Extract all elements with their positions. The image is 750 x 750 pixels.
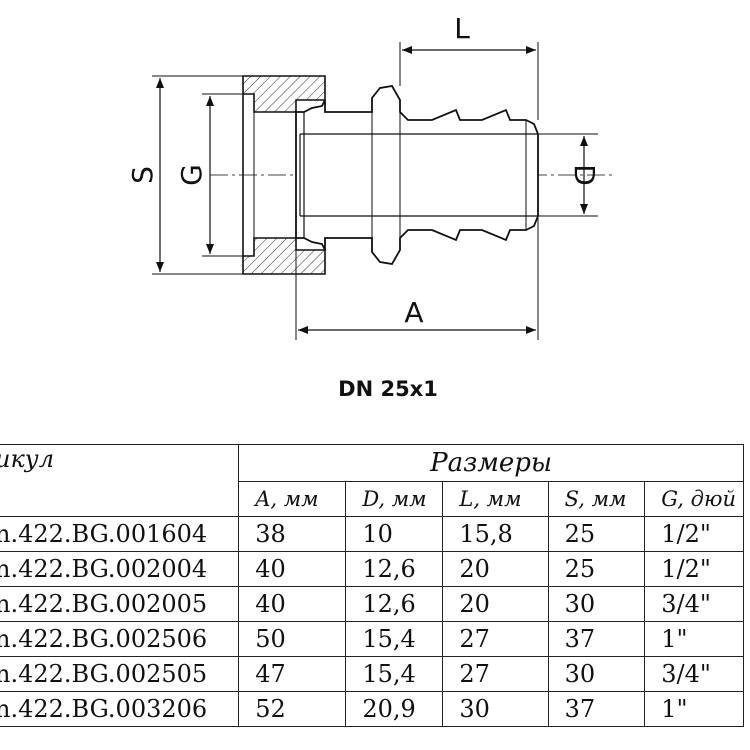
dimension-G: G [175,93,243,257]
article-cell: n.422.BG.002505 [0,656,240,692]
article-column-header: икул [0,444,240,517]
value-cell: 52 [238,691,347,727]
article-cell: n.422.BG.002005 [0,586,240,622]
article-cell: n.422.BG.003206 [0,691,240,727]
value-cell: 3/4" [644,656,744,692]
column-header: D, мм [345,481,444,517]
value-cell: 37 [547,691,646,727]
value-cell: 30 [442,691,549,727]
value-cell: 37 [547,621,646,657]
value-cell: 20,9 [345,691,444,727]
column-header: S, мм [547,481,646,517]
column-header: G, дюй [644,481,744,517]
fitting-body [295,85,539,265]
label-G: G [175,164,208,186]
dimension-A: A [295,216,539,340]
value-cell: 12,6 [345,586,444,622]
value-cell: 38 [238,516,347,552]
value-cell: 50 [238,621,347,657]
value-cell: 40 [238,551,347,587]
column-header: L, мм [442,481,549,517]
value-cell: 15,4 [345,656,444,692]
value-cell: 1/2" [644,516,744,552]
label-D: D [568,164,601,186]
value-cell: 20 [442,586,549,622]
dimension-S: S [126,75,243,275]
value-cell: 12,6 [345,551,444,587]
fitting-technical-drawing: S G L D A DN 25x1 [126,12,615,401]
article-cell: n.422.BG.002004 [0,551,240,587]
value-cell: 10 [345,516,444,552]
value-cell: 27 [442,621,549,657]
label-A: A [404,296,423,329]
value-cell: 1" [644,691,744,727]
value-cell: 1/2" [644,551,744,587]
value-cell: 40 [238,586,347,622]
value-cell: 25 [547,516,646,552]
value-cell: 25 [547,551,646,587]
label-S: S [126,166,159,184]
value-cell: 3/4" [644,586,744,622]
value-cell: 30 [547,586,646,622]
article-cell: n.422.BG.001604 [0,516,240,552]
value-cell: 30 [547,656,646,692]
dimension-D: D [538,133,601,217]
article-cell: n.422.BG.002506 [0,621,240,657]
dimensions-group-header: Размеры [238,444,744,482]
value-cell: 20 [442,551,549,587]
label-L: L [454,12,470,45]
value-cell: 1" [644,621,744,657]
dimension-L: L [399,12,539,120]
value-cell: 27 [442,656,549,692]
value-cell: 15,4 [345,621,444,657]
drawing-caption: DN 25x1 [338,377,438,401]
value-cell: 15,8 [442,516,549,552]
column-header: A, мм [238,481,347,517]
value-cell: 47 [238,656,347,692]
